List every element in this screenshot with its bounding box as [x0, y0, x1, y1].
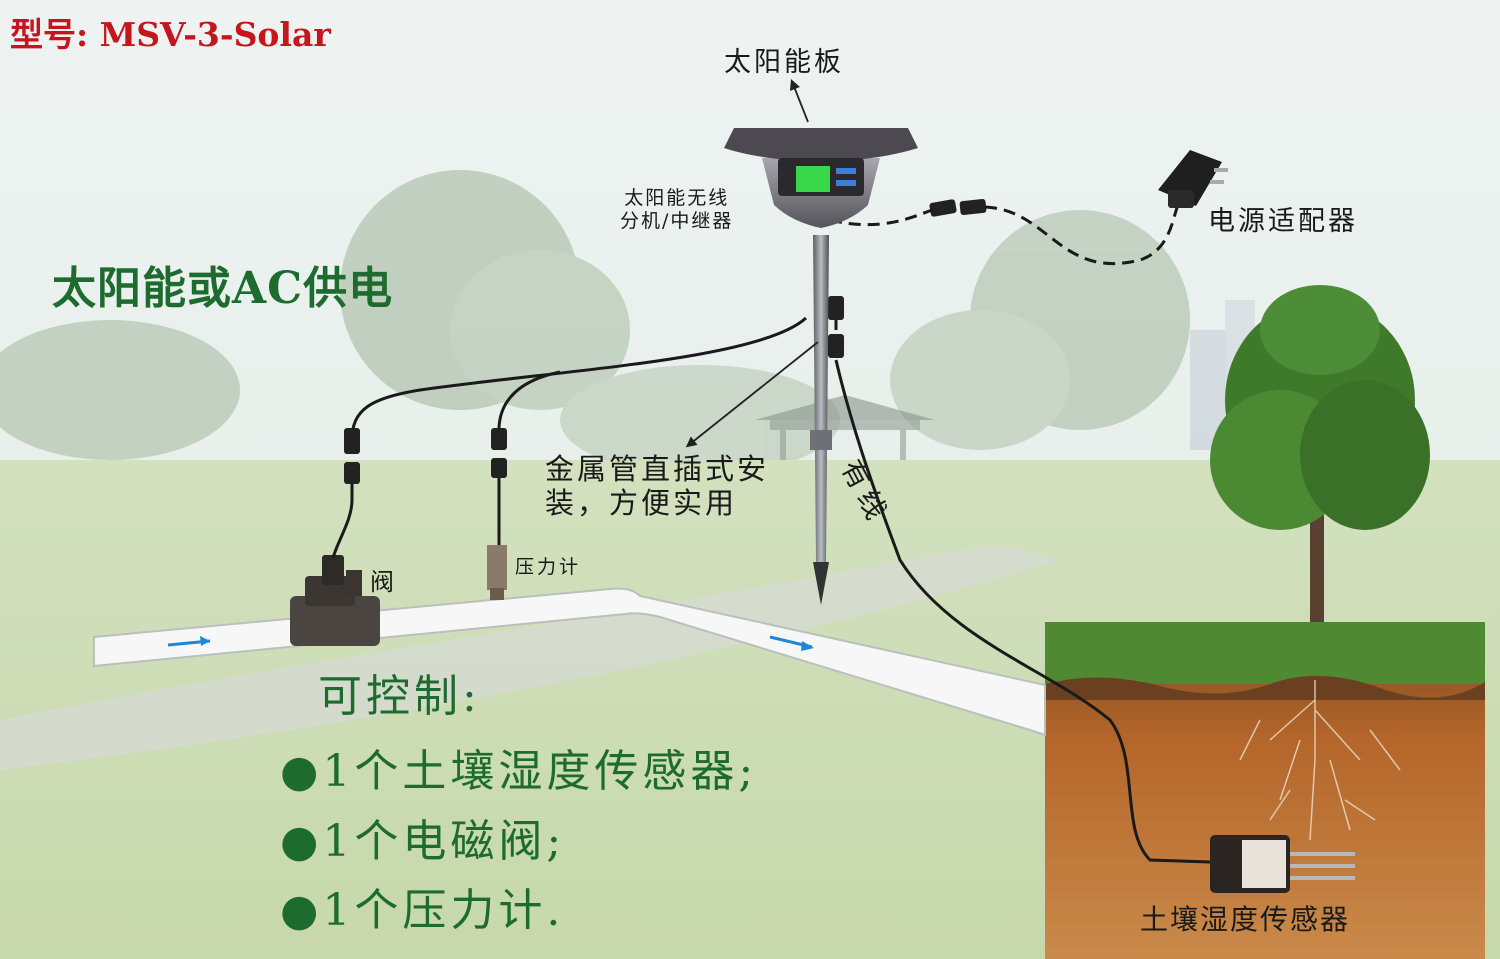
pressure-gauge-device [487, 545, 507, 600]
controls-item-valve: ●1个电磁阀; [280, 816, 566, 867]
model-label: 型号: MSV-3-Solar [10, 15, 331, 54]
footpath [0, 545, 1060, 770]
wireless-unit-label-line2: 分机/中继器 [620, 210, 734, 232]
solar-panel-label: 太阳能板 [724, 47, 844, 78]
wireless-unit-label-line1: 太阳能无线 [624, 187, 730, 209]
wireless-unit-label: 太阳能无线 分机/中继器 [620, 187, 733, 233]
installation-note: 金属管直插式安 装，方便实用 [545, 452, 769, 520]
background-trees [0, 170, 1255, 475]
controls-item-soil-sensor: ●1个土壤湿度传感器; [280, 746, 758, 797]
cables [331, 298, 1211, 864]
soil-moisture-sensor-device [1210, 835, 1355, 893]
tree [1210, 285, 1430, 650]
valve-label: 阀 [370, 568, 394, 596]
installation-note-line1: 金属管直插式安 [545, 452, 770, 486]
power-source-label: 太阳能或AC供电 [52, 263, 394, 314]
pressure-gauge-label: 压力计 [515, 556, 582, 578]
solenoid-valve-device [290, 555, 380, 646]
lcd-display [796, 166, 830, 192]
pavilion [755, 395, 935, 480]
controls-title: 可控制: [318, 671, 481, 722]
pointer-arrows [685, 78, 819, 448]
installation-note-line2: 装，方便实用 [545, 486, 738, 520]
power-adapter-label: 电源适配器 [1208, 206, 1358, 237]
connectors [344, 198, 987, 484]
power-adapter-device [1158, 150, 1228, 208]
controls-item-gauge: ●1个压力计. [280, 885, 565, 936]
soil-cutaway [1045, 622, 1485, 959]
wireless-node-device [724, 128, 918, 605]
soil-sensor-label: 土壤湿度传感器 [1140, 903, 1351, 936]
adapter-cable [829, 204, 1180, 266]
